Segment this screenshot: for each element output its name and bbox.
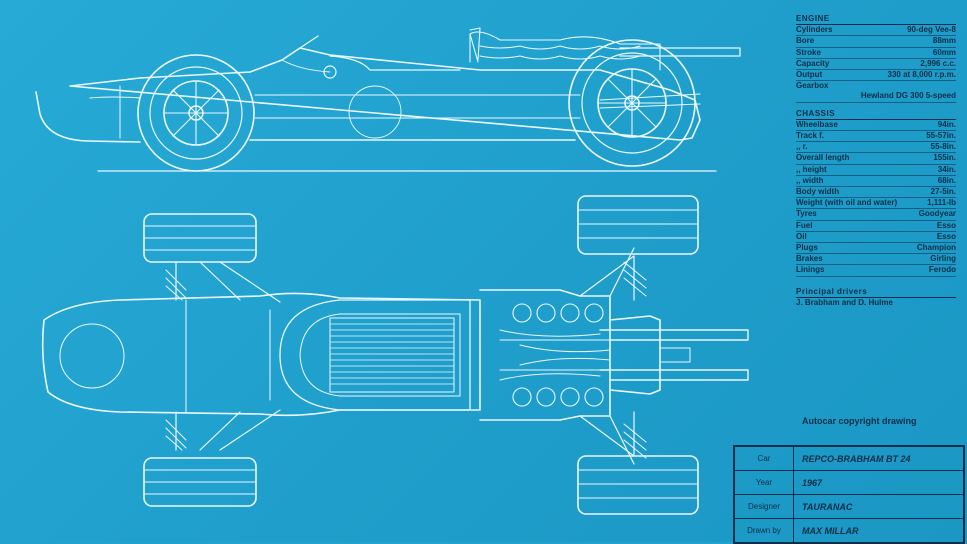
plan-body-outline bbox=[41, 292, 481, 417]
front-suspension bbox=[175, 261, 281, 451]
gearbox bbox=[609, 315, 661, 395]
plan-exhaust-pipes bbox=[599, 329, 749, 381]
front-right-tyre bbox=[143, 457, 257, 507]
chassis-heading: CHASSIS bbox=[796, 109, 956, 120]
gearbox-label: Gearbox bbox=[796, 81, 829, 91]
cockpit bbox=[279, 299, 471, 411]
spec-row: Weight (with oil and water)1,111-lb bbox=[796, 198, 956, 210]
drivers-names: J. Brabham and D. Hulme bbox=[796, 297, 893, 307]
intake-trumpets bbox=[512, 303, 604, 407]
spec-row: Track f.55-57in. bbox=[796, 131, 956, 143]
engine-heading: ENGINE bbox=[796, 14, 956, 26]
rear-suspension bbox=[579, 247, 635, 465]
rear-right-tyre bbox=[577, 455, 699, 515]
plan-view bbox=[41, 195, 749, 515]
front-left-tyre bbox=[143, 213, 257, 263]
side-view bbox=[35, 27, 741, 172]
side-rear-wheel bbox=[568, 39, 696, 167]
spec-row: ,, r.55-8in. bbox=[796, 142, 956, 154]
side-exhaust-pipes bbox=[619, 47, 741, 57]
copyright-credit: Autocar copyright drawing bbox=[802, 416, 917, 426]
plan-engine bbox=[479, 289, 611, 421]
side-body-outline bbox=[35, 47, 701, 143]
gearbox-row: Hewland DG 300 5-speed bbox=[796, 91, 956, 103]
side-front-wheel bbox=[137, 54, 255, 172]
drivers-heading: Principal drivers bbox=[796, 287, 956, 298]
side-engine bbox=[469, 31, 661, 71]
rear-left-tyre bbox=[577, 195, 699, 255]
